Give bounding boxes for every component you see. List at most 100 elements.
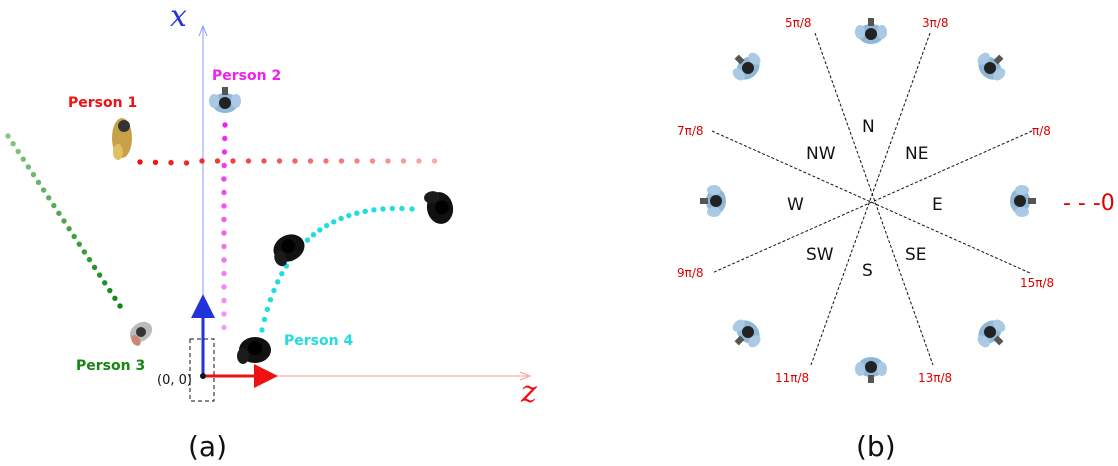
caption-a: (a) bbox=[188, 430, 227, 463]
origin-box bbox=[189, 338, 215, 402]
person-4-trajectory-dot bbox=[380, 206, 386, 212]
person-1-trajectory-dot bbox=[276, 158, 283, 164]
caption-b: (b) bbox=[856, 430, 896, 463]
person-facing-se bbox=[971, 313, 1013, 355]
person-4-trajectory-dot bbox=[279, 270, 285, 277]
person-3-trajectory-dot bbox=[117, 303, 123, 309]
angle-label-15pi8: 15π/8 bbox=[1020, 276, 1054, 290]
person-3-trajectory-dot bbox=[56, 210, 62, 216]
panel-b: N NE E SE S SW W NW 3π/8 π/8 15π/8 13π/8… bbox=[677, 16, 1115, 463]
angle-label-7pi8: 7π/8 bbox=[677, 124, 704, 138]
person-3-trajectory-dot bbox=[107, 287, 113, 294]
person-4-figure-mid bbox=[267, 229, 310, 269]
person-1-trajectory-dot bbox=[230, 158, 236, 164]
dir-se: SE bbox=[905, 245, 927, 265]
person-facing-s bbox=[855, 357, 887, 383]
person-3-trajectory-dot bbox=[66, 226, 72, 232]
person-1-trajectory-dot bbox=[214, 158, 221, 164]
person-3-figure bbox=[129, 321, 153, 346]
person-3-trajectory-dot bbox=[10, 141, 16, 147]
person-4-trajectory-dot bbox=[271, 287, 277, 294]
person-4-figure-start bbox=[237, 337, 271, 364]
origin-label: (0, 0) bbox=[157, 373, 192, 388]
person-2-trajectory-dot bbox=[222, 135, 228, 142]
person-2-trajectory-dot bbox=[221, 189, 227, 196]
person-4-trajectory-dot bbox=[338, 215, 344, 222]
person-3-trajectory-dot bbox=[15, 148, 21, 155]
person-4-trajectory-dot bbox=[399, 205, 405, 212]
person-4-figure-end bbox=[423, 188, 456, 227]
dir-ne: NE bbox=[905, 144, 928, 164]
person-1-trajectory-dot bbox=[292, 158, 298, 164]
person-3-trajectory-dot bbox=[81, 249, 88, 255]
person-1-trajectory-dot bbox=[183, 160, 190, 166]
person-3-trajectory-dot bbox=[25, 164, 32, 170]
person-2-trajectory-dot bbox=[221, 149, 228, 155]
person-2-trajectory-dot bbox=[222, 122, 228, 128]
person-4-trajectory-dot bbox=[354, 210, 360, 216]
person-3-trajectory-dot bbox=[46, 195, 52, 201]
person-1-trajectory-dot bbox=[307, 158, 314, 164]
person-3-trajectory-dot bbox=[5, 133, 11, 139]
person-4-trajectory-dot bbox=[259, 327, 265, 333]
person-4-trajectory-dot bbox=[275, 279, 281, 285]
person-1-trajectory-dot bbox=[354, 158, 360, 164]
person-1-trajectory-dot bbox=[369, 158, 376, 164]
person-2-label: Person 2 bbox=[212, 68, 281, 84]
dir-w: W bbox=[787, 195, 804, 215]
person-1-trajectory-dot bbox=[245, 158, 252, 164]
person-4-trajectory-dot bbox=[261, 316, 268, 323]
person-3-trajectory-dot bbox=[40, 187, 47, 193]
person-4-trajectory-dot bbox=[331, 219, 337, 225]
person-2-figure bbox=[209, 87, 241, 113]
person-1-trajectory-dot bbox=[385, 158, 391, 164]
person-2-trajectory-dot bbox=[221, 162, 227, 169]
person-3-trajectory-dot bbox=[91, 264, 98, 271]
angle-label-5pi8: 5π/8 bbox=[785, 16, 812, 30]
person-3-trajectory-dot bbox=[61, 218, 67, 224]
person-2-trajectory-dot bbox=[221, 311, 227, 317]
person-4-trajectory-dot bbox=[304, 237, 311, 243]
person-1-label: Person 1 bbox=[68, 95, 137, 111]
person-1-figure bbox=[112, 118, 132, 160]
person-1-trajectory-dot bbox=[137, 159, 143, 165]
person-2-trajectory-dot bbox=[221, 216, 227, 223]
angle-label-pi8: π/8 bbox=[1032, 124, 1051, 138]
dir-e: E bbox=[932, 195, 943, 215]
person-2-trajectory-dot bbox=[221, 203, 227, 209]
person-3-trajectory-dot bbox=[30, 171, 37, 178]
person-4-trajectory-dot bbox=[346, 212, 352, 219]
person-1-trajectory-dot bbox=[168, 159, 174, 166]
person-facing-n bbox=[855, 18, 887, 44]
person-facing-sw bbox=[725, 313, 767, 355]
person-3-trajectory-dot bbox=[20, 156, 26, 162]
person-3-trajectory-dot bbox=[76, 241, 82, 247]
zero-angle-label: - - -0 bbox=[1063, 191, 1115, 216]
dir-s: S bbox=[862, 261, 873, 281]
person-1-trajectory-dot bbox=[416, 158, 422, 164]
person-3-trajectory-dot bbox=[35, 179, 42, 186]
person-4-trajectory-dot bbox=[362, 208, 368, 214]
dir-nw: NW bbox=[806, 144, 836, 164]
z-axis-arrowhead bbox=[519, 371, 532, 381]
dir-sw: SW bbox=[806, 245, 834, 265]
person-1-trajectory-dot bbox=[152, 159, 159, 166]
angle-label-11pi8: 11π/8 bbox=[775, 371, 809, 385]
person-2-trajectory-dot bbox=[221, 257, 227, 263]
person-4-trajectory-dot bbox=[267, 296, 274, 303]
person-3-trajectory-dot bbox=[51, 202, 57, 209]
person-1-trajectory-dot bbox=[431, 158, 438, 164]
z-axis-label: z bbox=[520, 375, 537, 410]
person-3-trajectory-dot bbox=[102, 280, 108, 286]
ray-line-pi8-9pi8 bbox=[711, 130, 1033, 274]
person-facing-w bbox=[700, 185, 726, 217]
person-4-trajectory-dot bbox=[317, 227, 323, 233]
person-2-trajectory-dot bbox=[221, 284, 227, 290]
person-3-label: Person 3 bbox=[76, 358, 145, 374]
person-3-trajectory-dot bbox=[86, 256, 93, 263]
person-facing-e bbox=[1010, 185, 1036, 217]
person-4-label: Person 4 bbox=[284, 333, 353, 349]
person-4-trajectory-dot bbox=[323, 222, 330, 229]
person-1-trajectory-dot bbox=[261, 158, 267, 164]
